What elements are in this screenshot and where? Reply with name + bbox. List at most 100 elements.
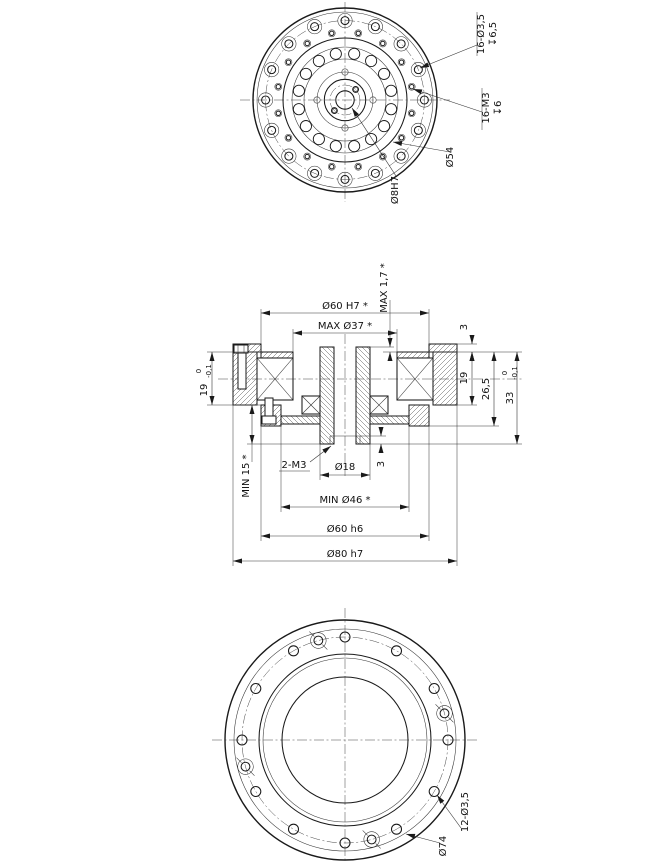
hole xyxy=(390,823,403,835)
hole xyxy=(385,84,398,97)
hole xyxy=(340,174,350,184)
hole xyxy=(410,62,426,78)
hole xyxy=(299,120,312,133)
hole xyxy=(287,823,300,835)
cross-roller-bearing-left xyxy=(256,357,294,401)
center-bore xyxy=(335,90,355,110)
hole xyxy=(332,108,337,113)
hole xyxy=(313,635,324,646)
plate-right xyxy=(396,351,430,359)
leader-thread-bottom xyxy=(309,445,332,463)
hole xyxy=(348,47,361,60)
hole xyxy=(274,109,283,118)
hole xyxy=(341,124,349,132)
hole xyxy=(313,96,321,104)
hole xyxy=(341,68,349,76)
boss-dia74 xyxy=(233,628,457,852)
dim-overall-tol-upper: 0 xyxy=(501,371,509,375)
inner-ring-inner xyxy=(262,657,428,823)
leader-thread xyxy=(412,88,483,113)
hole xyxy=(329,163,335,170)
hole xyxy=(398,135,405,141)
assembly-screws xyxy=(236,631,454,849)
hole xyxy=(285,135,292,141)
hole xyxy=(348,140,361,153)
hub-od xyxy=(323,78,367,122)
hole xyxy=(353,87,358,92)
callout-thread-bottom: 2-M3 xyxy=(282,460,307,471)
dim-flange-depth: 19 xyxy=(459,372,470,385)
hole xyxy=(396,151,406,161)
hole xyxy=(354,29,363,38)
tick xyxy=(362,830,368,836)
hole xyxy=(378,67,391,80)
dim-rim-height: 3 xyxy=(459,324,470,330)
hole xyxy=(329,30,335,37)
race-inner xyxy=(303,58,387,142)
bolt-circle xyxy=(241,636,449,844)
hole xyxy=(307,165,323,181)
dim-min-clearance: MIN 15 * xyxy=(241,454,252,497)
hole xyxy=(337,171,353,187)
dia54-circle xyxy=(282,37,408,163)
tick xyxy=(435,704,441,710)
callout-dia54: Ø54 xyxy=(444,147,456,168)
hole xyxy=(303,39,311,48)
leader-holes xyxy=(436,794,462,829)
hole xyxy=(428,682,440,695)
hole xyxy=(304,153,310,160)
hole xyxy=(410,122,426,138)
hole xyxy=(329,47,342,60)
hole xyxy=(397,58,406,66)
callout-thread-line2: ↧6 xyxy=(493,101,504,116)
top-view: 16-Ø3,5 ↧6,5 16-M3 ↧6 Ø54 Ø8H7 xyxy=(240,2,504,204)
hole xyxy=(365,133,378,146)
dim-protrusion: MAX 1,7 * xyxy=(379,263,390,313)
hole xyxy=(408,84,415,90)
hole xyxy=(354,162,363,171)
dim-hub-od: Ø18 xyxy=(335,461,356,473)
tick xyxy=(309,631,315,637)
hole xyxy=(370,22,380,32)
hole xyxy=(439,708,450,719)
hole xyxy=(379,152,387,161)
hole xyxy=(327,29,336,38)
hole xyxy=(379,39,387,48)
input-bearing-right xyxy=(369,395,389,415)
tick xyxy=(448,717,454,723)
hole xyxy=(267,125,277,135)
hole xyxy=(428,785,440,798)
leader-dia74 xyxy=(405,833,441,844)
hole xyxy=(413,125,423,135)
center-opening xyxy=(281,676,409,804)
race-outer xyxy=(291,46,399,154)
hole xyxy=(292,103,305,116)
cup-bottom-left xyxy=(280,415,321,425)
hole xyxy=(310,22,320,32)
hole xyxy=(367,19,383,35)
hole xyxy=(281,36,297,52)
hole xyxy=(339,837,351,849)
hole xyxy=(275,110,282,116)
hole xyxy=(264,62,280,78)
hole xyxy=(393,36,409,52)
hole xyxy=(310,632,327,649)
callout-dia74: Ø74 xyxy=(437,836,449,857)
hole xyxy=(390,645,403,657)
hole xyxy=(419,95,429,105)
bottom-view: 12-Ø3,5 Ø74 xyxy=(212,608,478,862)
hole xyxy=(378,120,391,133)
hole xyxy=(299,67,312,80)
hole xyxy=(281,148,297,164)
hole xyxy=(352,85,360,93)
hole xyxy=(413,65,423,75)
dim-flange-od: Ø80 h7 xyxy=(327,548,363,560)
cup-bottom-right xyxy=(369,415,410,425)
tick xyxy=(322,644,328,650)
hole xyxy=(363,831,380,848)
hole xyxy=(330,107,338,115)
hole xyxy=(284,134,293,142)
hole xyxy=(287,645,300,657)
hole xyxy=(274,82,283,91)
